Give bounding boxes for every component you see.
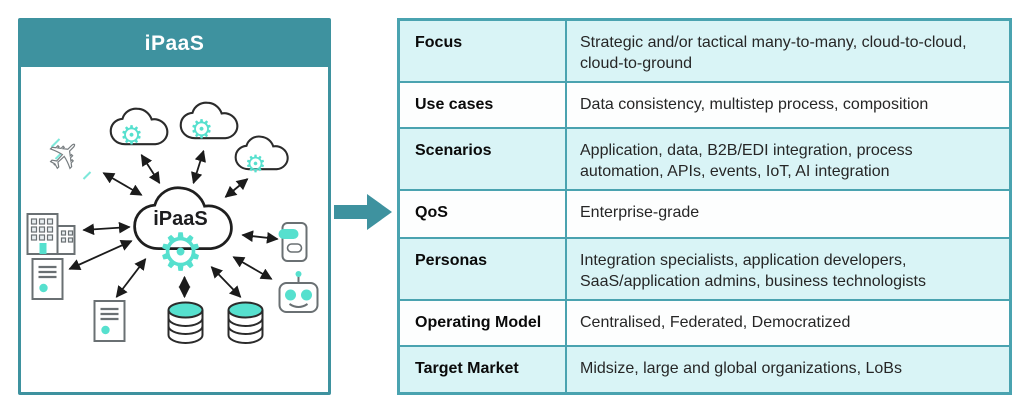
gear-icon: ⚙ (157, 224, 204, 282)
panel-title: iPaaS (144, 32, 205, 55)
table-row-label: Target Market (400, 347, 565, 392)
database-icon (167, 301, 204, 344)
robot-icon (278, 271, 319, 313)
building-icon (26, 213, 76, 255)
table-row-label: Operating Model (400, 301, 565, 345)
table-row-label: Personas (400, 239, 565, 299)
panel-body: ⚙ ⚙ ⚙ ✈ (21, 67, 328, 392)
database-icon (227, 301, 264, 344)
svg-text:✈: ✈ (38, 128, 93, 183)
table-row-value: Data consistency, multistep process, com… (567, 83, 1009, 127)
table-row-value: Application, data, B2B/EDI integration, … (567, 129, 1009, 189)
chat-phone-icon (278, 222, 308, 262)
document-icon (93, 299, 126, 343)
spoke-arrows (68, 149, 279, 299)
cloud-gear-icon: ⚙ (179, 101, 239, 144)
ipaas-diagram: ⚙ ⚙ ⚙ ✈ (26, 101, 319, 344)
block-arrow-right-icon (334, 194, 392, 230)
cloud-gear-icon: ⚙ (109, 107, 169, 150)
gear-icon: ⚙ (245, 151, 267, 178)
table-row-value: Enterprise-grade (567, 191, 1009, 237)
table-row-value: Strategic and/or tactical many-to-many, … (567, 21, 1009, 81)
table-row-value: Integration specialists, application dev… (567, 239, 1009, 299)
table-row-value: Centralised, Federated, Democratized (567, 301, 1009, 345)
document-icon (31, 257, 64, 301)
table-row-label: Focus (400, 21, 565, 81)
table-row-label: QoS (400, 191, 565, 237)
table-row-label: Use cases (400, 83, 565, 127)
gear-icon: ⚙ (120, 120, 143, 150)
central-cloud-label: iPaaS (153, 208, 207, 230)
central-ipaas-cloud: iPaaS ⚙ (133, 186, 233, 282)
airplane-icon: ✈ (37, 128, 93, 184)
gear-icon: ⚙ (190, 114, 213, 144)
ipaas-panel: iPaaS (18, 18, 331, 395)
ipaas-spec-table: Focus Strategic and/or tactical many-to-… (397, 18, 1012, 395)
panel-header: iPaaS (21, 21, 328, 67)
cloud-gear-icon: ⚙ (234, 135, 289, 178)
table-row-label: Scenarios (400, 129, 565, 189)
table-row-value: Midsize, large and global organizations,… (567, 347, 1009, 392)
